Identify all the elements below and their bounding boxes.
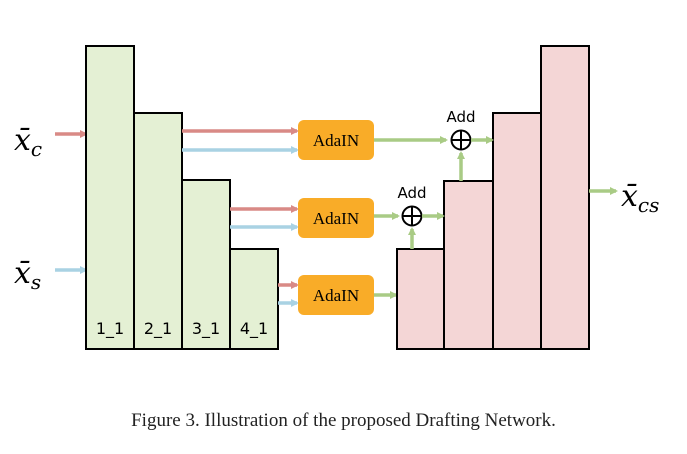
encoder-layer-label-3: 3_1 xyxy=(192,319,220,339)
add-icon xyxy=(450,129,472,151)
adain-block-1 xyxy=(298,120,374,160)
encoder-block-4 xyxy=(229,248,279,350)
decoder-block-2 xyxy=(443,180,494,350)
add-label-2: Add xyxy=(446,108,475,126)
encoder-layer-label-4: 4_1 xyxy=(240,319,268,339)
adain-block-3 xyxy=(298,275,374,315)
style-input-label: x̄s xyxy=(14,256,41,294)
figure-caption: Figure 3. Illustration of the proposed D… xyxy=(131,410,556,431)
add-icon xyxy=(401,205,423,227)
encoder-layer-label-2: 2_1 xyxy=(144,319,172,339)
encoder-block-1 xyxy=(85,45,135,350)
decoder-block-3 xyxy=(492,112,542,350)
encoder-layer-label-1: 1_1 xyxy=(96,319,124,339)
adain-label-2: AdaIN xyxy=(313,209,359,228)
decoder-block-4 xyxy=(540,45,590,350)
adain-label-1: AdaIN xyxy=(313,131,359,150)
output-label: x̄cs xyxy=(621,179,659,217)
add-label-1: Add xyxy=(397,184,426,202)
encoder xyxy=(85,45,279,350)
decoder-block-1 xyxy=(396,248,445,350)
adain-label-3: AdaIN xyxy=(313,286,359,305)
adain-block-2 xyxy=(298,198,374,238)
encoder-block-2 xyxy=(133,112,183,350)
content-input-label: x̄c xyxy=(14,123,42,161)
decoder xyxy=(396,45,590,350)
